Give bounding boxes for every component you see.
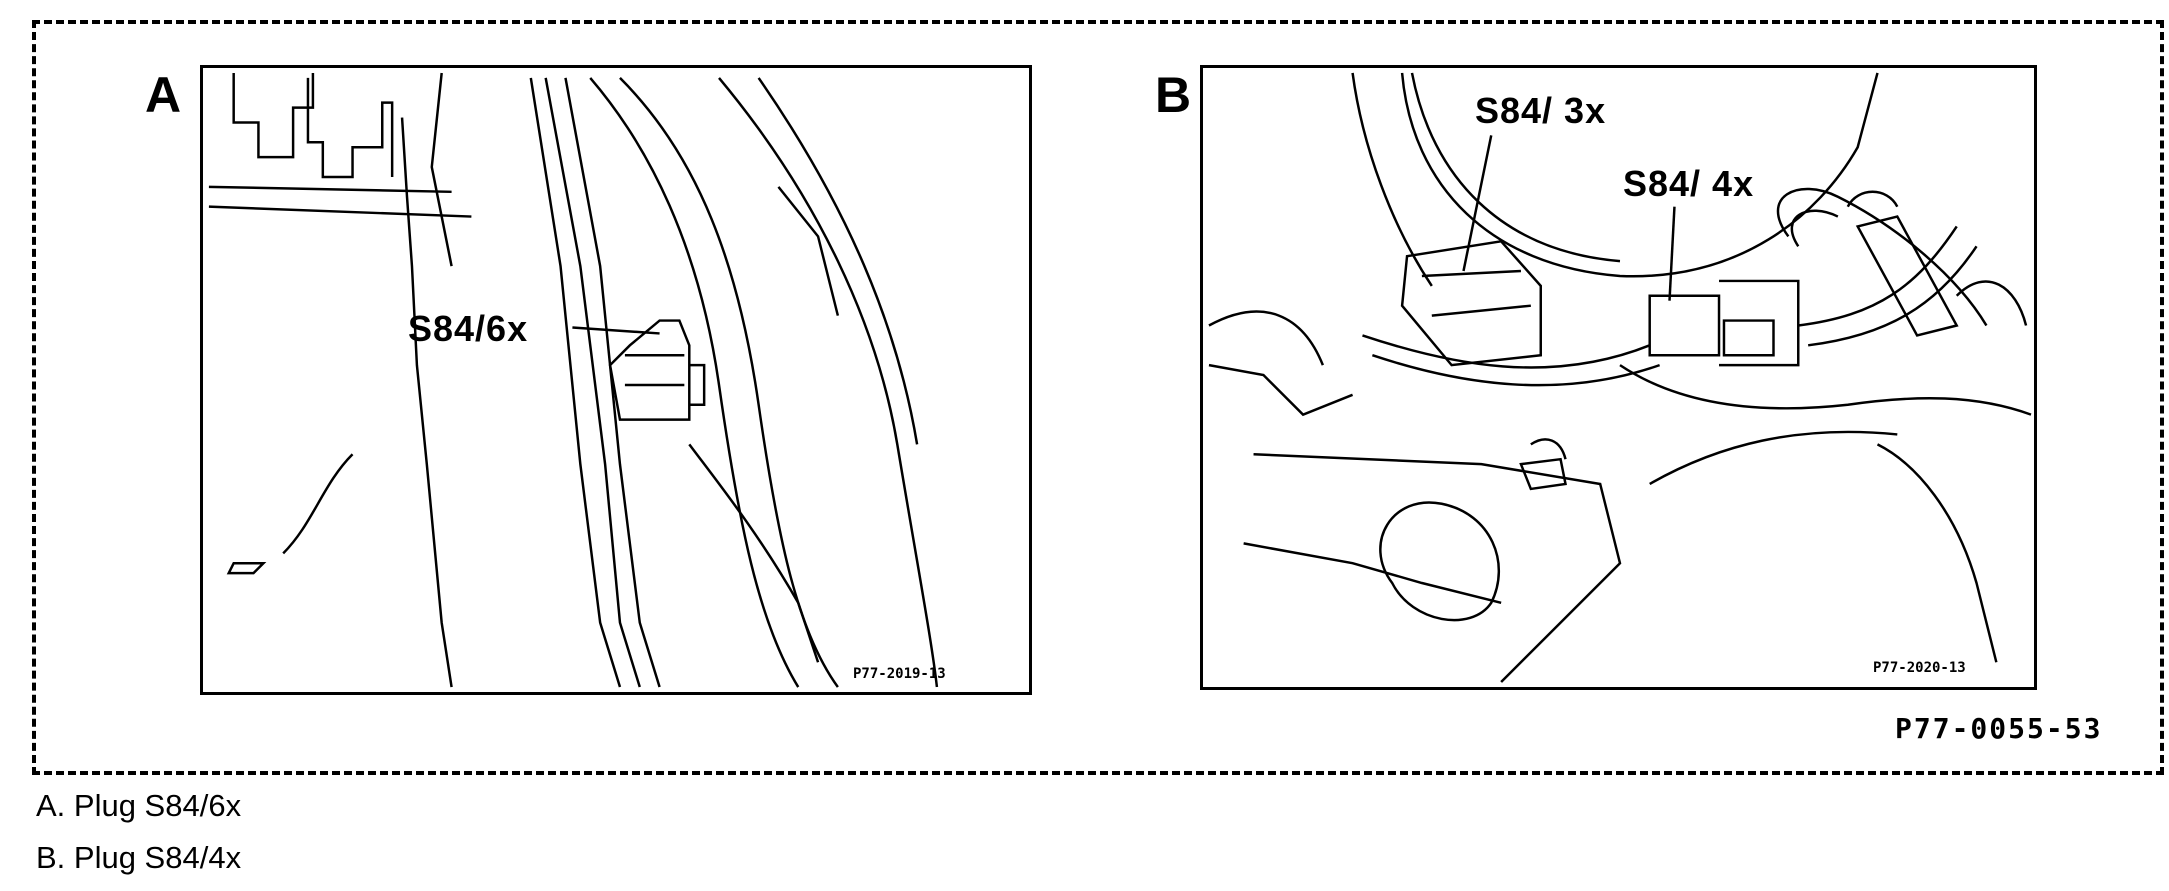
caption-a: A. Plug S84/6x [36,788,242,823]
figure-frame [32,20,2164,775]
figure-reference-id: P77-0055-53 [1895,712,2103,745]
callout-s84-3x: S84/ 3x [1475,90,1607,131]
panel-b-illustration: S84/ 3x S84/ 4x P77-2020-13 [1200,65,2037,690]
panel-a-letter: A [145,67,182,123]
panel-a-drawing [208,72,939,688]
panel-b-image-id: P77-2020-13 [1873,660,1966,676]
panel-b-drawing [1208,72,2032,683]
panel-a-illustration: S84/6x P77-2019-13 [200,65,1032,695]
panel-a-image-id: P77-2019-13 [853,666,946,682]
panel-b-letter: B [1155,67,1192,123]
callout-s84-6x: S84/6x [408,308,529,349]
caption-b: B. Plug S84/4x [36,840,242,875]
callout-s84-4x: S84/ 4x [1623,163,1755,204]
